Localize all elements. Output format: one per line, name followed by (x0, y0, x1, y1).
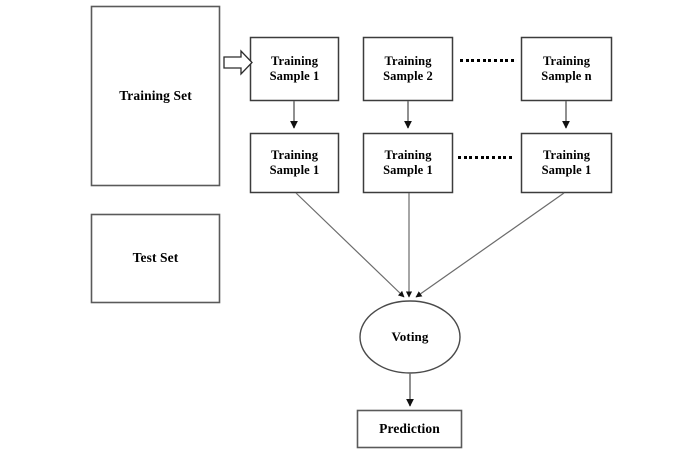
block-arrow-icon (223, 49, 253, 76)
training-sample-2-box (362, 36, 454, 102)
training-sample-1-box (249, 36, 340, 102)
voting-ellipse (359, 300, 461, 374)
ellipsis-row2 (458, 150, 512, 164)
bootstrap-sample-1-box (249, 132, 340, 194)
test-set-box (90, 213, 221, 304)
arrow-bootstrapn-to-voting (415, 192, 565, 298)
bootstrap-sample-n-box (520, 132, 613, 194)
bootstrap-sample-2-box (362, 132, 454, 194)
arrow-bootstrap1-to-voting (295, 192, 405, 298)
prediction-box (356, 409, 463, 449)
ellipsis-row1 (460, 53, 514, 67)
training-sample-n-box (520, 36, 613, 102)
training-set-box (90, 5, 221, 187)
